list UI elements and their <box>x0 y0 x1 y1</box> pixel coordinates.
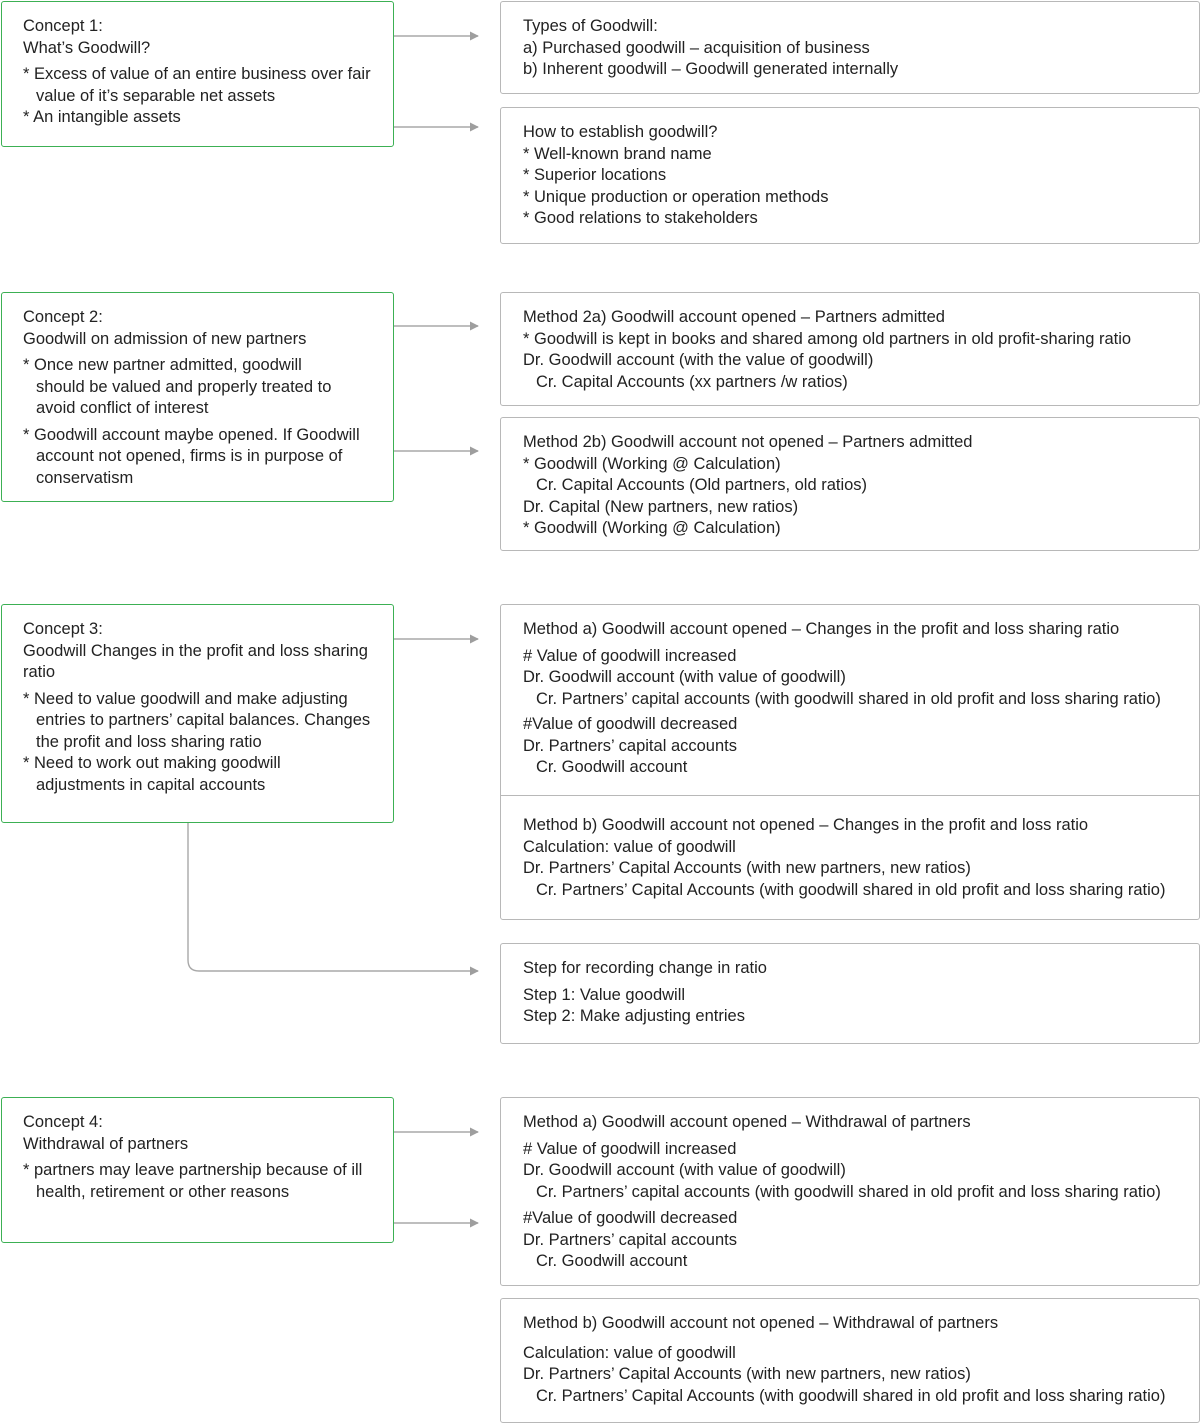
method-2b-line-3: Dr. Capital (New partners, new ratios) <box>523 497 799 516</box>
arrow-c3-steps <box>187 823 479 976</box>
method-3a-decrease-heading: #Value of goodwill decreased <box>523 715 738 733</box>
method-3b-heading: Method b) Goodwill account not opened – … <box>523 815 1193 837</box>
concept-1-heading: Concept 1: <box>23 17 103 35</box>
establish-item-4: * Good relations to stakeholders <box>523 209 758 227</box>
concept-2-title: Goodwill on admission of new partners <box>23 329 307 348</box>
method-3b-line-1: Calculation: value of goodwill <box>523 837 736 856</box>
method-3b-line-3: Cr. Partners’ Capital Accounts (with goo… <box>536 880 1166 899</box>
method-4b-heading: Method b) Goodwill account not opened – … <box>523 1314 999 1332</box>
method-4a-increase-heading: # Value of goodwill increased <box>523 1139 737 1158</box>
method-2b-heading: Method 2b) Goodwill account not opened –… <box>523 433 973 451</box>
method-2a-line-3: Cr. Capital Accounts (xx partners /w rat… <box>536 372 848 391</box>
establish-item-1: * Well-known brand name <box>523 144 712 163</box>
concept-4-box: Concept 4: Withdrawal of partners * part… <box>1 1097 394 1243</box>
method-4b-line-1: Calculation: value of goodwill <box>523 1343 736 1362</box>
steps-heading: Step for recording change in ratio <box>523 959 767 977</box>
establish-goodwill-box: How to establish goodwill? * Well-known … <box>500 107 1200 244</box>
establish-heading: How to establish goodwill? <box>523 123 718 141</box>
concept-3-point-2: * Need to work out making goodwill adjus… <box>23 754 281 794</box>
method-3a-line-3: Dr. Partners’ capital accounts <box>523 736 737 755</box>
types-of-goodwill-box: Types of Goodwill: a) Purchased goodwill… <box>500 1 1200 94</box>
concept-1-title: What’s Goodwill? <box>23 38 151 57</box>
method-2b-line-2: Cr. Capital Accounts (Old partners, old … <box>536 476 868 494</box>
concept-1-box: Concept 1: What’s Goodwill? * Excess of … <box>1 1 394 147</box>
types-heading: Types of Goodwill: <box>523 17 658 35</box>
concept-4-title: Withdrawal of partners <box>23 1134 189 1153</box>
method-4a-line-4: Cr. Goodwill account <box>536 1252 688 1270</box>
method-2b-box: Method 2b) Goodwill account not opened –… <box>500 417 1200 551</box>
concept-3-title: Goodwill Changes in the profit and loss … <box>23 641 368 682</box>
concept-3-box: Concept 3: Goodwill Changes in the profi… <box>1 604 394 823</box>
method-4a-line-1: Dr. Goodwill account (with value of good… <box>523 1161 846 1179</box>
method-4a-decrease-heading: #Value of goodwill decreased <box>523 1209 738 1227</box>
method-4a-heading: Method a) Goodwill account opened – With… <box>523 1113 971 1131</box>
method-3b-heading-suffix: – Changes in the profit and loss ratio <box>819 816 1089 834</box>
concept-2-point-2: * Goodwill account maybe opened. If Good… <box>23 425 360 487</box>
types-item-b: b) Inherent goodwill – Goodwill generate… <box>523 60 899 78</box>
concept-1-point-2: * An intangible assets <box>23 108 181 126</box>
method-2b-line-1: * Goodwill (Working @ Calculation) <box>523 454 781 473</box>
step-1: Step 1: Value goodwill <box>523 985 686 1004</box>
concept-4-heading: Concept 4: <box>23 1113 103 1131</box>
method-4a-box: Method a) Goodwill account opened – With… <box>500 1097 1200 1286</box>
method-2a-heading: Method 2a) Goodwill account opened – Par… <box>523 308 945 326</box>
establish-item-3: * Unique production or operation methods <box>523 187 829 206</box>
concept-3-point-1: * Need to value goodwill and make adjust… <box>23 689 371 751</box>
method-3b-line-2: Dr. Partners’ Capital Accounts (with new… <box>523 859 971 877</box>
concept-1-point-1: * Excess of value of an entire business … <box>23 65 371 105</box>
method-3a-line-1: Dr. Goodwill account (with value of good… <box>523 668 846 686</box>
step-2: Step 2: Make adjusting entries <box>523 1007 745 1025</box>
step-recording-box: Step for recording change in ratio Step … <box>500 943 1200 1044</box>
concept-2-heading: Concept 2: <box>23 308 103 326</box>
concept-4-point-1: * partners may leave partnership because… <box>23 1161 363 1201</box>
method-3a-line-2: Cr. Partners’ capital accounts (with goo… <box>536 689 1161 708</box>
method-4b-line-2: Dr. Partners’ Capital Accounts (with new… <box>523 1365 971 1383</box>
method-4a-line-3: Dr. Partners’ capital accounts <box>523 1230 737 1249</box>
method-3b-heading-main: Method b) Goodwill account not opened <box>523 816 815 834</box>
method-4b-line-3: Cr. Partners’ Capital Accounts (with goo… <box>536 1386 1166 1405</box>
method-2b-line-4: * Goodwill (Working @ Calculation) <box>523 519 781 537</box>
method-2a-box: Method 2a) Goodwill account opened – Par… <box>500 292 1200 406</box>
types-item-a: a) Purchased goodwill – acquisition of b… <box>523 38 870 57</box>
method-4a-line-2: Cr. Partners’ capital accounts (with goo… <box>536 1182 1161 1201</box>
concept-2-box: Concept 2: Goodwill on admission of new … <box>1 292 394 502</box>
method-3-box: Method a) Goodwill account opened – Chan… <box>500 604 1200 920</box>
concept-2-point-1: * Once new partner admitted, goodwill sh… <box>23 356 332 417</box>
method-3b-block: Method b) Goodwill account not opened – … <box>523 815 1193 901</box>
method-3-divider <box>501 795 1199 796</box>
method-3a-increase-heading: # Value of goodwill increased <box>523 646 737 665</box>
concept-3-heading: Concept 3: <box>23 620 103 638</box>
method-3a-line-4: Cr. Goodwill account <box>536 758 688 776</box>
establish-item-2: * Superior locations <box>523 166 667 184</box>
method-3a-heading: Method a) Goodwill account opened – Chan… <box>523 620 1120 638</box>
method-4b-box: Method b) Goodwill account not opened – … <box>500 1298 1200 1423</box>
method-2a-line-2: Dr. Goodwill account (with the value of … <box>523 351 874 369</box>
method-2a-line-1: * Goodwill is kept in books and shared a… <box>523 329 1132 348</box>
